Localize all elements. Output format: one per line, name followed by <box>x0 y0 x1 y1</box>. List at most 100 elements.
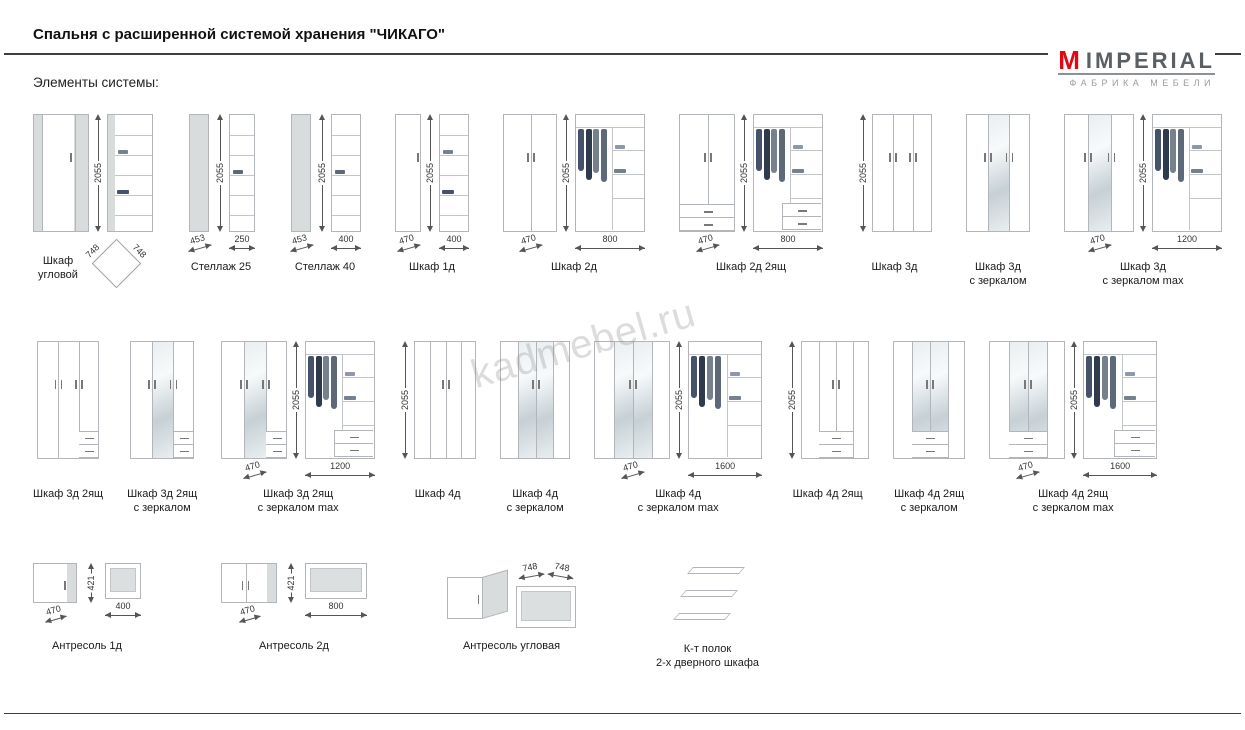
brand-tagline: ФАБРИКА МЕБЕЛИ <box>1069 77 1215 88</box>
drawer-handle <box>272 437 282 440</box>
mirror-door <box>1028 341 1048 458</box>
height-dim: 2055 <box>1137 114 1149 232</box>
garment <box>308 355 315 398</box>
views <box>500 340 571 481</box>
door-divider <box>707 115 709 231</box>
drawer <box>1009 445 1048 458</box>
dim-line <box>1083 474 1158 476</box>
dim-value: 2055 <box>1069 387 1080 412</box>
dim-line <box>331 248 361 249</box>
drawer <box>335 444 374 457</box>
open-view <box>107 114 153 232</box>
closed-view-col: 470 <box>221 340 288 481</box>
item-label-line: Шкаф 4д 2ящ <box>792 487 863 500</box>
dim-arrow-left <box>1152 245 1158 251</box>
closed-view <box>130 340 195 459</box>
item-label-line: Шкаф 4д <box>512 487 559 500</box>
dim-arrow-right <box>249 245 255 251</box>
door-handle <box>832 379 834 389</box>
folded-clothes <box>793 145 803 149</box>
open-view <box>1152 114 1222 232</box>
closed-view <box>37 340 100 459</box>
drawer-unit <box>266 430 287 458</box>
dim-arrow-up <box>95 114 101 120</box>
garment <box>578 129 584 171</box>
dim-value: 2055 <box>93 160 103 186</box>
drawer-handle <box>272 450 282 453</box>
door-divider <box>535 341 537 458</box>
shelf-board <box>672 613 731 621</box>
width-dim: 1600 <box>1083 461 1158 480</box>
shelf-line <box>115 215 152 216</box>
dim-arrow-up <box>563 114 569 120</box>
closed-view-col <box>966 114 1030 232</box>
shelf-line <box>1122 376 1157 378</box>
dim-arrow-up <box>741 114 747 120</box>
door-divider <box>75 115 76 231</box>
dim-value: 2055 <box>561 160 571 186</box>
shelf-line <box>332 135 360 136</box>
drawer-unit <box>1009 430 1048 458</box>
item-label: Шкаф 2д 2ящ <box>716 260 786 274</box>
drawer-handle <box>703 211 713 213</box>
shelf-line <box>230 135 254 136</box>
dim-arrow-down <box>288 597 294 604</box>
garment <box>1155 129 1161 171</box>
shelf-line <box>440 215 468 216</box>
views <box>130 340 195 481</box>
page-header: Спальня с расширенной системой хранения … <box>0 0 1245 43</box>
door-handle <box>990 153 992 162</box>
drawer-handle <box>1023 437 1033 440</box>
brand-name: IMPERIAL <box>1085 48 1215 73</box>
drawer-handle <box>925 450 935 453</box>
dim-value: 800 <box>602 234 618 244</box>
dim-value: 1600 <box>715 460 736 471</box>
depth-dim: 470 <box>394 232 422 256</box>
height-dim: 2055 <box>673 340 685 459</box>
door-handle <box>417 153 419 162</box>
mirror-door <box>930 341 949 458</box>
item-label-line: Шкаф 3д 2ящ <box>33 487 104 500</box>
shelf-line <box>230 215 254 216</box>
garment <box>1178 129 1184 182</box>
height-dim: 2055 <box>214 114 226 232</box>
item-label-line: Шкаф 3д <box>871 261 918 273</box>
dim-value: 421 <box>286 573 296 593</box>
door-divider <box>42 115 43 231</box>
open-view-col: 400 <box>439 114 469 253</box>
garment <box>779 129 785 182</box>
footer-divider <box>4 713 1241 714</box>
side-panel <box>34 115 42 231</box>
item-label-line: Шкаф 1д <box>409 261 455 273</box>
open-view <box>305 563 367 600</box>
item-label: Стеллаж 40 <box>295 260 355 274</box>
door-handle <box>629 379 631 389</box>
drawer <box>173 445 194 458</box>
garment <box>323 355 330 400</box>
folded-clothes <box>1125 371 1136 376</box>
folded-clothes <box>443 150 453 154</box>
drawer <box>783 217 821 230</box>
dim-arrow-up <box>293 340 300 347</box>
door-divider <box>430 341 432 458</box>
dim-line <box>305 615 367 617</box>
dim-arrow-left <box>396 246 404 255</box>
item-label-line: Шкаф 4д <box>655 487 702 500</box>
dim-arrow-right <box>1151 471 1158 478</box>
shelf-line <box>342 376 375 378</box>
drawer-handle <box>349 449 359 452</box>
dim-line <box>575 248 645 249</box>
door-divider <box>530 115 532 231</box>
closed-view <box>801 340 870 459</box>
garment <box>699 355 706 407</box>
door-handle <box>262 379 264 389</box>
garment <box>764 129 770 180</box>
door-handle <box>1005 153 1008 162</box>
